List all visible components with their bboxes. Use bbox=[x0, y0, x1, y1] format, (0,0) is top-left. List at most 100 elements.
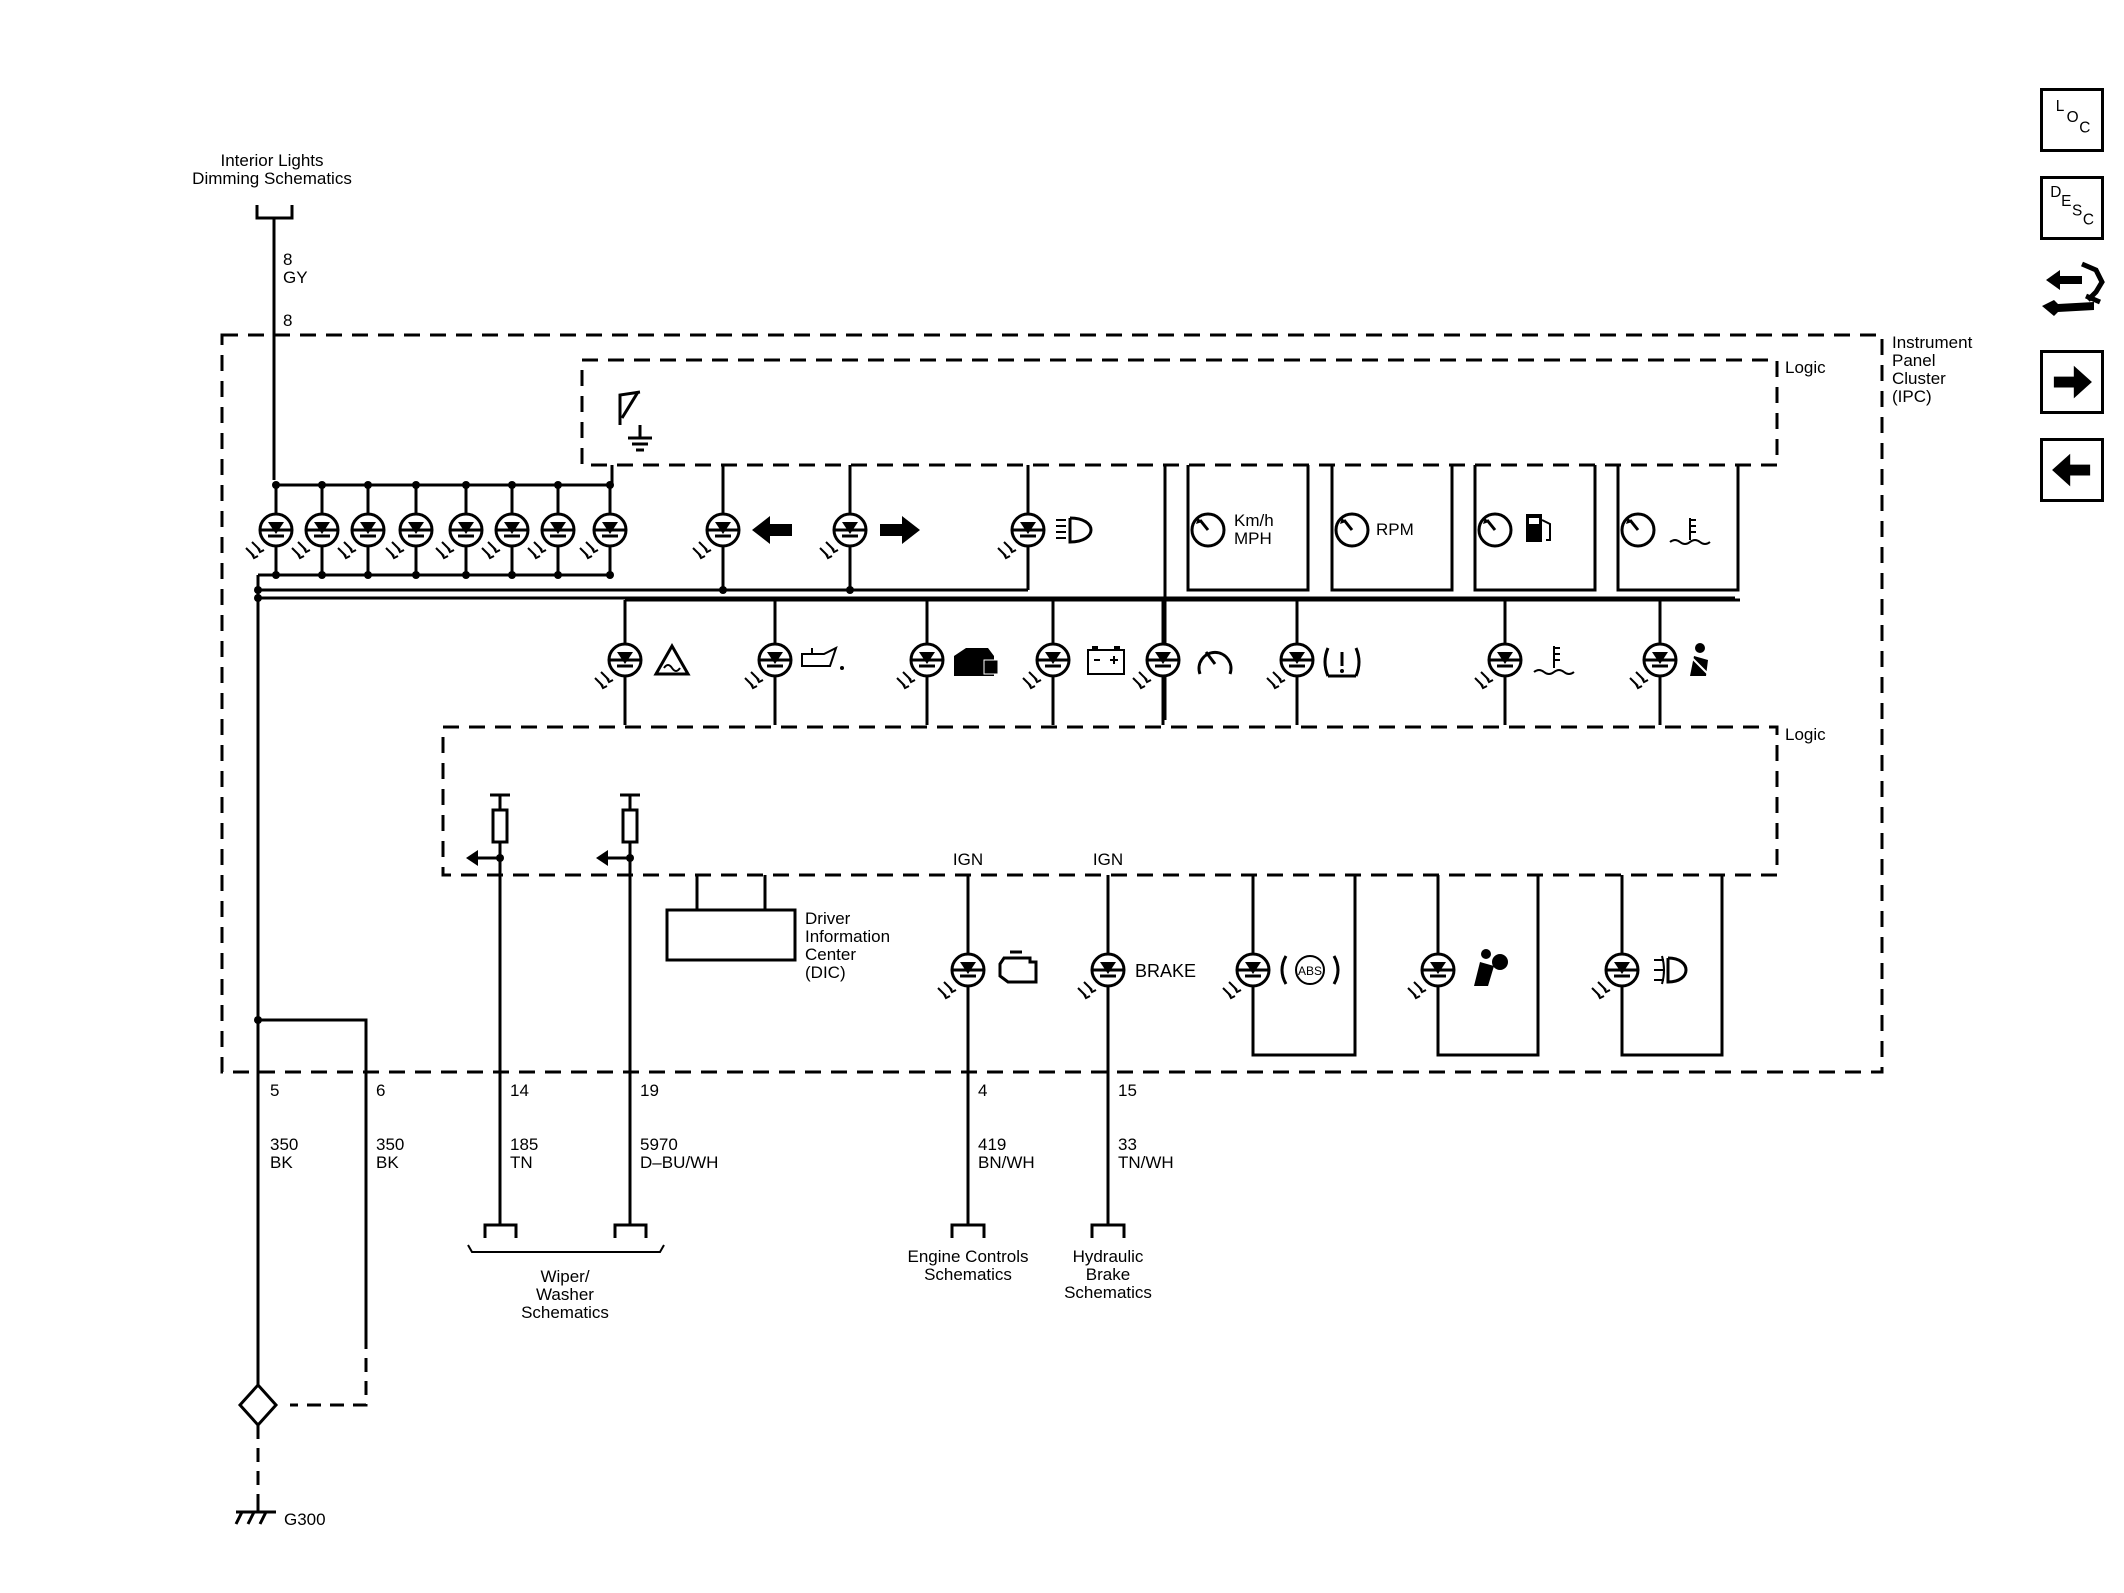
tachometer-gauge: RPM bbox=[1330, 465, 1454, 592]
wiper-bracket bbox=[467, 1244, 665, 1253]
tachometer-label: RPM bbox=[1376, 520, 1414, 539]
wiper-connector-19 bbox=[613, 1223, 648, 1238]
airbag-icon bbox=[1474, 949, 1508, 986]
dimming-lamp-3 bbox=[336, 481, 386, 579]
desc-letter-s: S bbox=[2072, 202, 2082, 219]
speedometer-label-1: Km/h bbox=[1234, 511, 1274, 530]
interior-lights-label-1: Interior Lights bbox=[221, 151, 324, 170]
hydraulic-label-2: Brake bbox=[1086, 1265, 1130, 1284]
dic-label-4: (DIC) bbox=[805, 963, 846, 982]
ground-g300-symbol bbox=[234, 1502, 276, 1525]
ipc-label-2: Panel bbox=[1892, 351, 1935, 370]
next-button[interactable] bbox=[2040, 350, 2104, 414]
charging-indicator bbox=[1021, 600, 1125, 725]
wire-19-number: 5970 bbox=[640, 1135, 678, 1154]
traction-control-icon bbox=[653, 642, 691, 676]
ign-label-brake: IGN bbox=[1093, 850, 1123, 869]
wire-4-color: BN/WH bbox=[978, 1153, 1035, 1172]
wiper-input-19 bbox=[596, 793, 640, 1225]
logic-box-upper bbox=[580, 358, 1779, 467]
pin-14-label: 14 bbox=[510, 1081, 529, 1100]
back-button[interactable] bbox=[2040, 438, 2104, 502]
oil-can-icon bbox=[801, 646, 844, 670]
logic-box-lower bbox=[441, 725, 1779, 877]
diagnostic-tool-button[interactable] bbox=[2036, 256, 2108, 328]
dic-label-3: Center bbox=[805, 945, 856, 964]
fuel-gauge bbox=[1473, 465, 1597, 592]
loc-letter-c: C bbox=[2079, 120, 2090, 137]
abs-label: ABS bbox=[1298, 964, 1322, 978]
airbag-indicator bbox=[1406, 875, 1540, 1057]
ipc-label-3: Cluster bbox=[1892, 369, 1946, 388]
hydraulic-label-1: Hydraulic bbox=[1073, 1247, 1144, 1266]
pin-15-label: 15 bbox=[1118, 1081, 1137, 1100]
dimming-lamp-1 bbox=[244, 481, 294, 579]
logic-label-lower: Logic bbox=[1785, 725, 1826, 744]
wiper-label-1: Wiper/ bbox=[540, 1267, 589, 1286]
ipc-label-1: Instrument bbox=[1892, 333, 1973, 352]
desc-letter-d: D bbox=[2050, 184, 2061, 201]
wire-4-number: 419 bbox=[978, 1135, 1006, 1154]
dic-label-2: Information bbox=[805, 927, 890, 946]
brake-connector bbox=[1090, 1223, 1126, 1238]
location-button[interactable]: L O C bbox=[2040, 88, 2104, 152]
hydraulic-label-3: Schematics bbox=[1064, 1283, 1152, 1302]
engine-label-2: Schematics bbox=[924, 1265, 1012, 1284]
coolant-temp-icon bbox=[1669, 518, 1711, 545]
cruise-control-indicator bbox=[1131, 600, 1233, 725]
pin-6-label: 6 bbox=[376, 1081, 385, 1100]
loc-letter-o: O bbox=[2067, 109, 2079, 126]
engine-label-1: Engine Controls bbox=[908, 1247, 1029, 1266]
coolant-temp-gauge bbox=[1616, 465, 1740, 592]
wire-15-color: TN/WH bbox=[1118, 1153, 1174, 1172]
circuit-8-color: GY bbox=[283, 268, 308, 287]
logic-ground-symbol bbox=[618, 390, 652, 452]
tire-pressure-icon bbox=[1323, 647, 1361, 678]
wire-15-number: 33 bbox=[1118, 1135, 1137, 1154]
wire-5-number: 350 bbox=[270, 1135, 298, 1154]
wire-5-color: BK bbox=[270, 1153, 293, 1172]
circuit-8-number: 8 bbox=[283, 250, 292, 269]
ipc-label-4: (IPC) bbox=[1892, 387, 1932, 406]
high-beam-indicator bbox=[996, 465, 1093, 590]
ign-label-engine: IGN bbox=[953, 850, 983, 869]
desc-letter-e: E bbox=[2061, 193, 2071, 210]
pin-4-label: 4 bbox=[978, 1081, 987, 1100]
pin-19-label: 19 bbox=[640, 1081, 659, 1100]
turn-left-indicator bbox=[691, 465, 792, 594]
dimming-lamp-7 bbox=[526, 481, 576, 579]
engine-icon bbox=[998, 950, 1038, 984]
interior-lights-label-2: Dimming Schematics bbox=[192, 169, 352, 188]
fuel-pump-icon bbox=[1526, 514, 1551, 542]
seatbelt-indicator bbox=[1628, 600, 1709, 725]
arrow-left-icon bbox=[2052, 453, 2091, 487]
speedometer-gauge: Km/h MPH bbox=[1186, 465, 1310, 592]
abs-icon: ABS bbox=[1280, 955, 1340, 985]
wiper-label-2: Washer bbox=[536, 1285, 594, 1304]
brake-label: BRAKE bbox=[1135, 961, 1196, 981]
ground-g300-label: G300 bbox=[284, 1510, 326, 1529]
fog-lamp-icon bbox=[1654, 955, 1688, 985]
battery-icon bbox=[1087, 646, 1125, 675]
wire-14-number: 185 bbox=[510, 1135, 538, 1154]
wire-19-color: D–BU/WH bbox=[640, 1153, 718, 1172]
oil-pressure-indicator bbox=[743, 600, 844, 725]
description-button[interactable]: D E S C bbox=[2040, 176, 2104, 240]
fog-lamp-indicator bbox=[1590, 875, 1724, 1057]
vehicle-lock-icon bbox=[954, 648, 999, 676]
diagnostic-wrench-icon bbox=[2042, 261, 2105, 316]
speedometer-label-2: MPH bbox=[1234, 529, 1272, 548]
dimming-lamp-8 bbox=[578, 481, 628, 579]
tire-pressure-indicator bbox=[1265, 600, 1361, 725]
wire-14-color: TN bbox=[510, 1153, 533, 1172]
wiper-connector-14 bbox=[483, 1223, 518, 1238]
dimming-lamp-6 bbox=[480, 481, 530, 579]
ground-wire-6 bbox=[258, 1018, 368, 1335]
traction-control-indicator bbox=[593, 600, 691, 725]
loc-letter-l: L bbox=[2056, 98, 2065, 115]
dic-display bbox=[665, 875, 797, 962]
wiper-label-3: Schematics bbox=[521, 1303, 609, 1322]
dimming-lamps bbox=[244, 481, 628, 579]
wiper-input-14 bbox=[466, 793, 510, 1225]
